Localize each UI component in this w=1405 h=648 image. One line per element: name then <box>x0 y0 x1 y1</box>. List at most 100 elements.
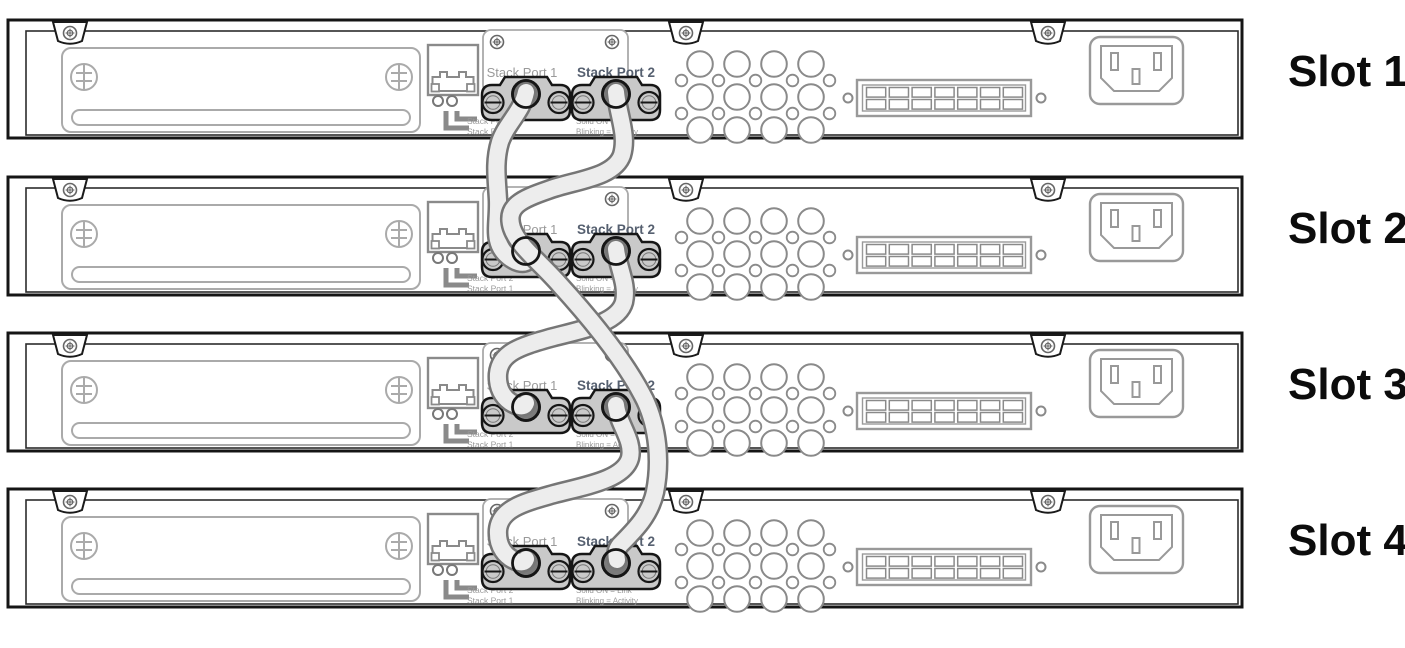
status-legend-line2: Blinking = Activity <box>576 597 638 606</box>
mounting-tab <box>51 490 89 514</box>
rps-connector <box>842 391 1047 431</box>
tab-screw-icon <box>1040 494 1056 510</box>
stack-cable-2 <box>487 238 636 417</box>
power-pin-icon <box>1153 209 1162 228</box>
led-pointer-icon <box>454 424 477 435</box>
led-indicator <box>432 252 444 264</box>
plug-collars-layer <box>511 79 631 578</box>
tab-screw-icon <box>678 494 694 510</box>
thumbscrew-icon <box>637 247 661 272</box>
stack-cable-plug <box>511 236 541 266</box>
led-legend-line2: Stack Port 1 <box>467 440 514 450</box>
slot-label: Slot 1 <box>1288 47 1405 96</box>
tab-screw-icon <box>678 182 694 198</box>
stack-cable-plug <box>601 548 631 578</box>
rj45-icon <box>431 540 475 561</box>
stack-cable-plug <box>601 236 631 266</box>
rj45-icon <box>431 71 475 92</box>
power-pin-icon <box>1153 365 1162 384</box>
faceplate-screw-icon <box>385 376 413 404</box>
stack-cables-layer <box>485 81 669 573</box>
tab-screw-icon <box>62 338 78 354</box>
led-legend-line2: Stack Port 1 <box>467 596 514 606</box>
power-pin-icon <box>1110 52 1119 71</box>
thumbscrew-icon <box>637 90 661 115</box>
thumbscrew-icon <box>571 559 595 584</box>
thumbscrew-icon <box>547 90 571 115</box>
led-pointer-icon <box>454 580 477 591</box>
thumbscrew-icon <box>481 559 505 584</box>
thumbscrew-icon <box>571 247 595 272</box>
tab-screw-icon <box>1040 25 1056 41</box>
mounting-tab <box>1029 21 1067 45</box>
status-legend-line2: Blinking = Activity <box>576 441 638 450</box>
mounting-tab <box>51 178 89 202</box>
rps-hole-icon <box>842 405 854 417</box>
mounting-tab <box>1029 178 1067 202</box>
rps-connector <box>842 547 1047 587</box>
blank-faceplate <box>61 516 421 602</box>
faceplate-screw-icon <box>385 220 413 248</box>
fan-vent <box>674 207 837 301</box>
slot-label: Slot 3 <box>1288 360 1405 409</box>
thumbscrew-icon <box>571 403 595 428</box>
led-pointer-icon <box>443 580 469 600</box>
thumbscrew-icon <box>547 403 571 428</box>
faceplate-handle-slot <box>71 422 411 439</box>
stack-cable-3 <box>487 394 642 573</box>
fan-vent <box>674 519 837 613</box>
status-legend-line2: Blinking = Activity <box>576 128 638 137</box>
status-legend-line1: Solid ON = Link <box>576 430 633 439</box>
module-screw-icon <box>489 34 505 50</box>
led-pointer-icon <box>454 268 477 279</box>
power-pin-icon <box>1110 521 1119 540</box>
power-pin-icon <box>1110 365 1119 384</box>
tab-screw-icon <box>62 25 78 41</box>
rps-connector <box>842 78 1047 118</box>
rps-hole-icon <box>1035 561 1047 573</box>
tab-screw-icon <box>1040 182 1056 198</box>
switch-unit-slot-1: Stack Port 1 Stack Port 2 Stack Port 2 S… <box>6 18 1405 144</box>
switch-unit-slot-4: Stack Port 1 Stack Port 2 Stack Port 2 S… <box>6 487 1405 613</box>
mounting-tab <box>667 334 705 358</box>
power-pin-icon <box>1131 537 1141 554</box>
thumbscrew-icon <box>481 90 505 115</box>
power-inlet <box>1088 348 1185 419</box>
faceplate-screw-icon <box>70 63 98 91</box>
led-pointer-icon <box>443 111 469 131</box>
power-pin-icon <box>1153 52 1162 71</box>
tab-screw-icon <box>678 338 694 354</box>
led-indicator <box>446 95 458 107</box>
faceplate-screw-icon <box>70 532 98 560</box>
mounting-tab <box>667 178 705 202</box>
mounting-tab <box>667 490 705 514</box>
power-pin-icon <box>1131 381 1141 398</box>
power-pin-icon <box>1131 68 1141 85</box>
module-screw-icon <box>604 503 620 519</box>
led-pointer-icon <box>443 424 469 444</box>
mounting-tab <box>51 21 89 45</box>
tab-screw-icon <box>62 494 78 510</box>
blank-faceplate <box>61 47 421 133</box>
led-pointer-icon <box>443 268 469 288</box>
faceplate-screw-icon <box>385 63 413 91</box>
rps-hole-icon <box>1035 92 1047 104</box>
chassis-inner-panel <box>25 499 1239 605</box>
led-legend-line2: Stack Port 1 <box>467 284 514 294</box>
faceplate-handle-slot <box>71 266 411 283</box>
stack-cable-plug <box>601 392 631 422</box>
led-indicator <box>446 564 458 576</box>
status-legend-line1: Solid ON = Link <box>576 586 633 595</box>
power-pin-icon <box>1153 521 1162 540</box>
faceplate-screw-icon <box>70 220 98 248</box>
module-screw-icon <box>604 34 620 50</box>
rps-hole-icon <box>1035 249 1047 261</box>
console-port <box>426 356 480 410</box>
status-legend-line1: Solid ON = Link <box>576 274 633 283</box>
rps-hole-icon <box>842 561 854 573</box>
power-pin-icon <box>1131 225 1141 242</box>
power-inlet <box>1088 35 1185 106</box>
faceplate-handle-slot <box>71 578 411 595</box>
